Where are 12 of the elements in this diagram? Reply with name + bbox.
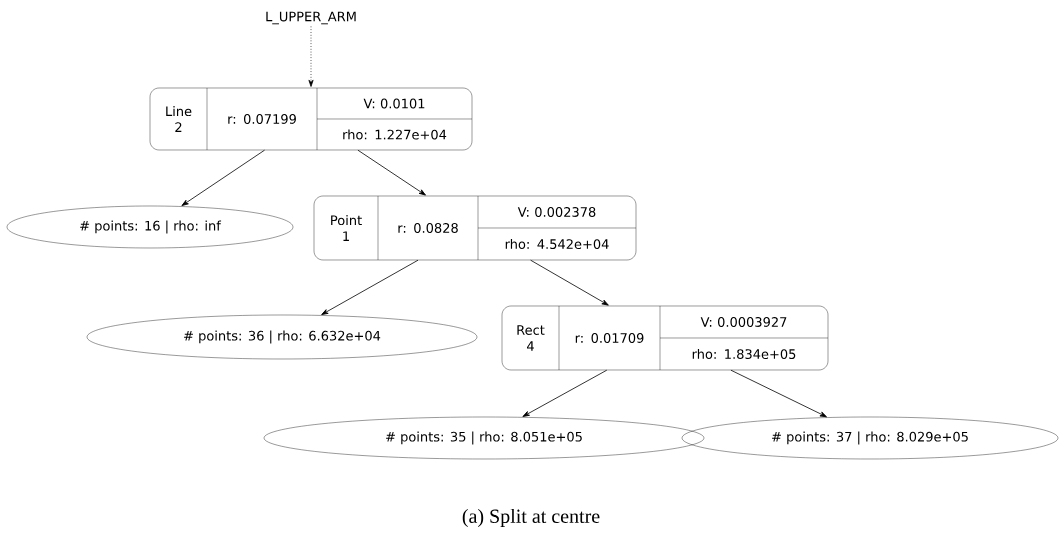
record-box: Line 2 r: 0.07199 V: 0.0101 rho: 1.227e+04 <box>149 87 473 151</box>
record-box: Rect 4 r: 0.01709 V: 0.0003927 rho: 1.834e+05 <box>501 305 829 371</box>
node-label: L_UPPER_ARM <box>266 11 356 25</box>
arrow <box>357 149 426 196</box>
arrow <box>522 369 608 417</box>
record-box: Point 1 r: 0.0828 V: 0.002378 rho: 4.542e+04 <box>313 195 637 261</box>
arrow <box>308 26 314 87</box>
arrow <box>530 259 609 306</box>
caption: (a) Split at centre <box>462 508 600 528</box>
arrow <box>321 259 419 315</box>
arrow <box>181 149 265 206</box>
arrow <box>730 369 827 418</box>
